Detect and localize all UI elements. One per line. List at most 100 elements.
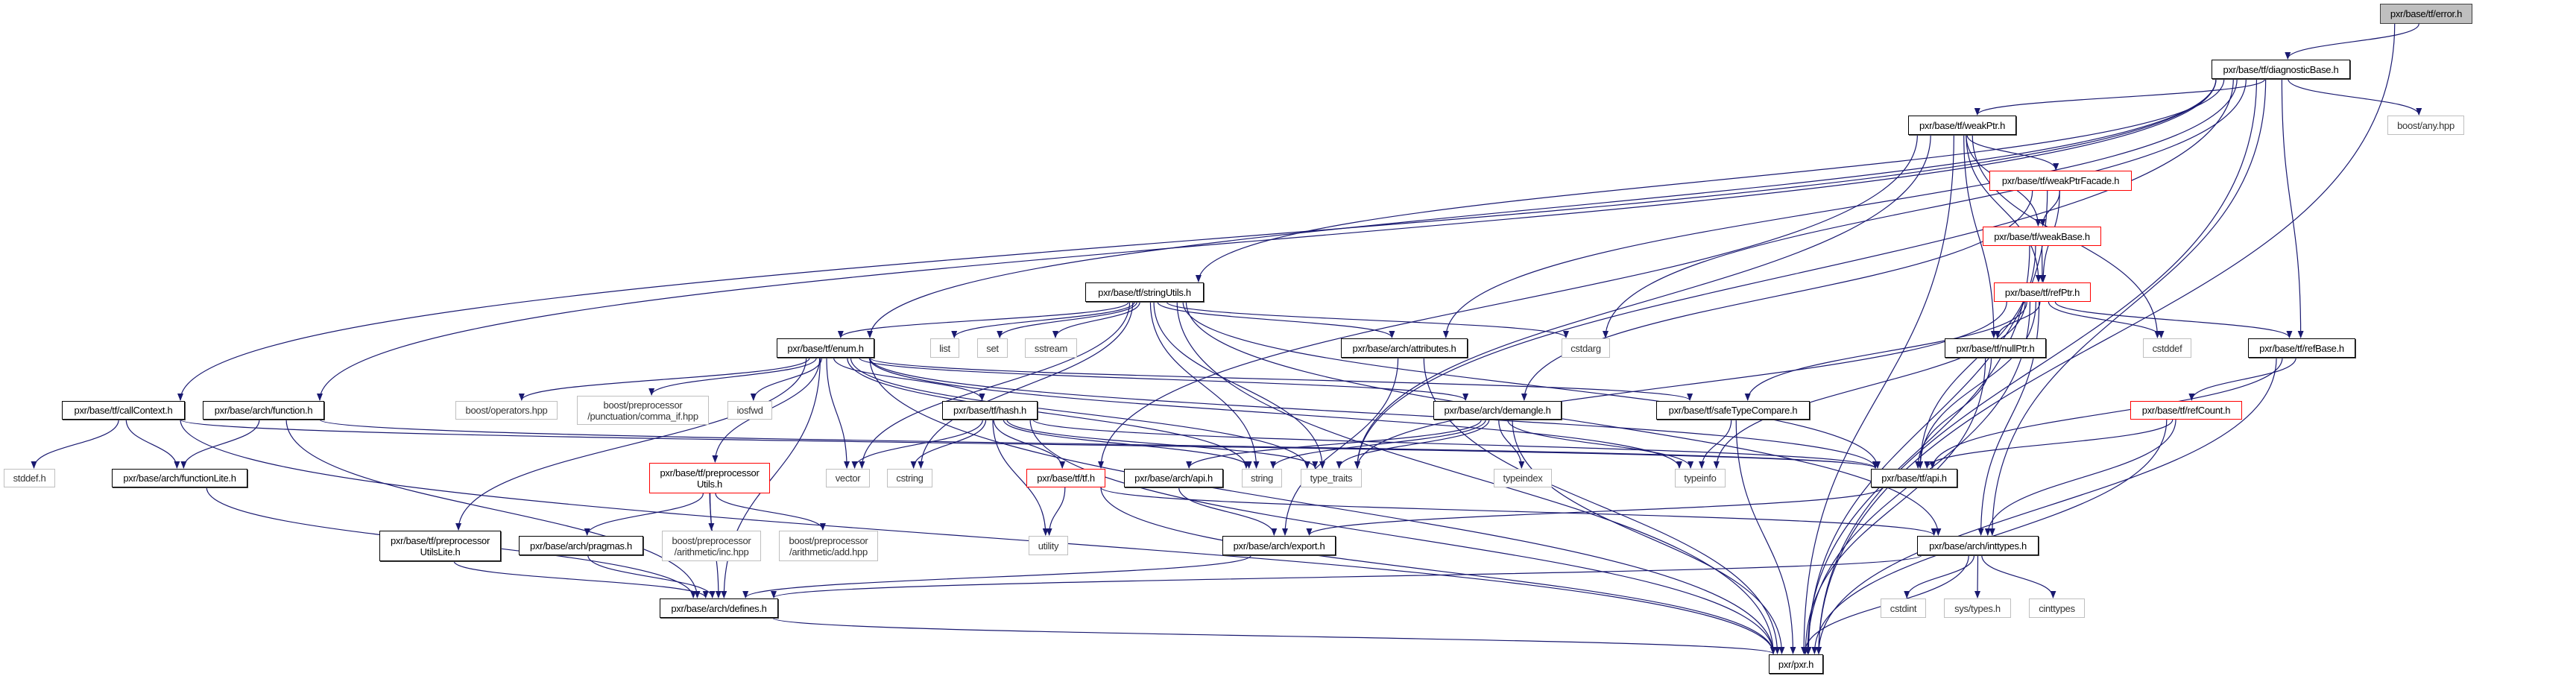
edge-stringUtils-to-inttypes xyxy=(1185,301,1942,536)
node-add[interactable]: boost/preprocessor /arithmetic/add.hpp xyxy=(779,531,878,561)
node-inc[interactable]: boost/preprocessor /arithmetic/inc.hpp xyxy=(662,531,761,561)
edge-diag-to-pxr xyxy=(1816,78,2258,654)
edge-refPtr-to-safeType xyxy=(1744,301,2027,401)
edge-enum-to-safeType xyxy=(869,357,1693,401)
node-diag[interactable]: pxr/base/tf/diagnosticBase.h xyxy=(2212,60,2350,79)
edge-refBase-to-pxr xyxy=(1816,357,2277,654)
node-typeindex[interactable]: typeindex xyxy=(1494,469,1552,487)
node-cinttypes[interactable]: cinttypes xyxy=(2029,598,2085,618)
edge-diag-to-enum xyxy=(867,78,2217,338)
edge-tfh-to-inttypes xyxy=(1100,487,1937,536)
edge-export-to-defines xyxy=(742,555,1252,598)
edge-enum-to-vector xyxy=(826,357,850,469)
node-cstring[interactable]: cstring xyxy=(887,469,932,487)
node-string-utils[interactable]: pxr/base/tf/stringUtils.h xyxy=(1085,282,1204,302)
edge-diag-to-cstdarg xyxy=(1603,78,2247,338)
edge-stringUtils-to-vector xyxy=(859,301,1131,469)
node-facade[interactable]: pxr/base/tf/weakPtrFacade.h xyxy=(1989,171,2132,191)
node-cstdarg[interactable]: cstdarg xyxy=(1562,338,1610,358)
edge-stringUtils-to-tfApi xyxy=(1182,301,1881,469)
edge-stringUtils-to-attributes xyxy=(1157,301,1395,338)
edge-refPtr-to-typeTraits xyxy=(1354,301,2007,469)
edge-refPtr-to-nullPtr xyxy=(1995,301,2041,338)
node-sstream[interactable]: sstream xyxy=(1025,338,1077,358)
edge-prepLite-to-defines xyxy=(453,560,709,598)
edge-callContext-to-pxr xyxy=(180,419,1776,654)
node-string[interactable]: string xyxy=(1242,469,1282,487)
node-list[interactable]: list xyxy=(930,338,959,358)
edge-stringUtils-to-list xyxy=(951,301,1135,338)
node-set[interactable]: set xyxy=(977,338,1008,358)
edge-function-to-functionLite xyxy=(180,419,260,469)
node-demangle[interactable]: pxr/base/arch/demangle.h xyxy=(1433,401,1562,420)
edge-hash-to-utility xyxy=(992,419,1049,536)
edge-archApi-to-export xyxy=(1178,487,1278,536)
node-arch-api[interactable]: pxr/base/arch/api.h xyxy=(1124,469,1223,487)
node-comma[interactable]: boost/preprocessor /punctuation/comma_if… xyxy=(577,396,709,425)
edge-inttypes-to-cstdint xyxy=(1904,555,1975,598)
node-tf-api[interactable]: pxr/base/tf/api.h xyxy=(1871,469,1957,487)
edge-stringUtils-to-string xyxy=(1149,301,1260,469)
edge-demangle-to-pxr xyxy=(1512,419,1785,654)
node-defines[interactable]: pxr/base/arch/defines.h xyxy=(660,598,778,618)
edge-enum-to-prepLite xyxy=(455,357,807,531)
edge-callContext-to-stddef xyxy=(31,419,119,469)
node-operators[interactable]: boost/operators.hpp xyxy=(455,401,558,420)
node-systypes[interactable]: sys/types.h xyxy=(1944,598,2011,618)
node-pxr[interactable]: pxr/pxr.h xyxy=(1769,654,1823,674)
node-hash[interactable]: pxr/base/tf/hash.h xyxy=(942,401,1038,420)
node-pragmas[interactable]: pxr/base/arch/pragmas.h xyxy=(519,536,643,555)
node-error[interactable]: pxr/base/tf/error.h xyxy=(2380,4,2472,24)
node-attributes[interactable]: pxr/base/arch/attributes.h xyxy=(1341,338,1468,358)
edge-refPtr-to-inttypes xyxy=(1977,301,2040,536)
node-vector[interactable]: vector xyxy=(826,469,870,487)
node-utility[interactable]: utility xyxy=(1029,536,1068,555)
node-iosfwd[interactable]: iosfwd xyxy=(727,401,772,420)
node-typeinfo[interactable]: typeinfo xyxy=(1675,469,1726,487)
edge-attributes-to-export xyxy=(1281,357,1399,536)
node-prep-utils[interactable]: pxr/base/tf/preprocessor Utils.h xyxy=(649,463,770,493)
edge-enum-to-tfApi xyxy=(869,357,1878,469)
node-ref-count[interactable]: pxr/base/tf/refCount.h xyxy=(2130,401,2242,420)
node-safe-type[interactable]: pxr/base/tf/safeTypeCompare.h xyxy=(1656,401,1810,420)
node-enum[interactable]: pxr/base/tf/enum.h xyxy=(777,338,874,358)
node-ref-ptr[interactable]: pxr/base/tf/refPtr.h xyxy=(1994,282,2091,302)
edge-diag-to-refBase xyxy=(2281,78,2304,338)
edge-stringUtils-to-cstdarg xyxy=(1166,301,1569,338)
edge-refPtr-to-cstddef xyxy=(2048,301,2165,338)
edge-error-to-pxr xyxy=(1816,23,2396,654)
node-stddef[interactable]: stddef.h xyxy=(4,469,55,487)
edge-enum-to-iosfwd xyxy=(750,357,823,401)
edge-demangle-to-typeinfo xyxy=(1507,419,1694,469)
edge-stringUtils-to-pxr xyxy=(1176,301,1776,654)
edge-stringUtils-to-sstream xyxy=(1052,301,1140,338)
node-cstdint[interactable]: cstdint xyxy=(1881,598,1926,618)
node-null-ptr[interactable]: pxr/base/tf/nullPtr.h xyxy=(1945,338,2046,358)
node-call-context[interactable]: pxr/base/tf/callContext.h xyxy=(62,401,185,420)
node-ref-base[interactable]: pxr/base/tf/refBase.h xyxy=(2248,338,2355,358)
edge-callContext-to-functionLite xyxy=(125,419,180,469)
node-tfh[interactable]: pxr/base/tf/tf.h xyxy=(1026,469,1105,487)
edge-demangle-to-typeTraits xyxy=(1336,419,1490,469)
edge-refCount-to-tfApi xyxy=(1924,419,2174,469)
edge-nullPtr-to-tfApi xyxy=(1915,357,1992,469)
node-function[interactable]: pxr/base/arch/function.h xyxy=(203,401,324,420)
node-function-lite[interactable]: pxr/base/arch/functionLite.h xyxy=(112,469,247,487)
node-export[interactable]: pxr/base/arch/export.h xyxy=(1222,536,1336,555)
edge-hash-to-tfh xyxy=(993,419,1066,469)
edge-prepUtils-to-add xyxy=(715,493,826,531)
edge-enum-to-pxr xyxy=(869,357,1776,654)
node-any[interactable]: boost/any.hpp xyxy=(2387,116,2464,135)
edge-refBase-to-refCount xyxy=(2188,357,2296,401)
edge-tfh-to-utility xyxy=(1046,487,1066,536)
node-inttypes[interactable]: pxr/base/arch/inttypes.h xyxy=(1917,536,2039,555)
edge-diag-to-stringUtils xyxy=(1196,78,2225,282)
node-prep-lite[interactable]: pxr/base/tf/preprocessor UtilsLite.h xyxy=(379,531,501,561)
edge-stringUtils-to-enum xyxy=(837,301,1129,338)
node-weak-ptr[interactable]: pxr/base/tf/weakPtr.h xyxy=(1908,116,2016,135)
edge-refPtr-to-refBase xyxy=(2054,301,2293,338)
node-type-traits[interactable]: type_traits xyxy=(1301,469,1362,487)
node-cstddef[interactable]: cstddef xyxy=(2143,338,2191,358)
edge-weakPtr-to-tfh xyxy=(1098,134,1918,469)
node-weak-base[interactable]: pxr/base/tf/weakBase.h xyxy=(1983,227,2101,246)
